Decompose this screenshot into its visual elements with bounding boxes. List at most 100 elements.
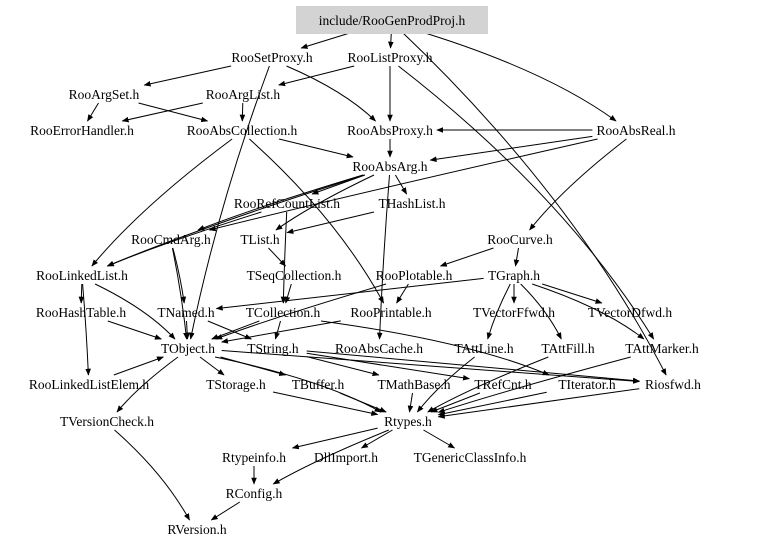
- node-label: RooAbsReal.h: [596, 123, 675, 138]
- graph-node[interactable]: TObject.h: [161, 341, 215, 356]
- dependency-edge: [398, 28, 667, 376]
- graph-node[interactable]: TSeqCollection.h: [247, 268, 342, 283]
- node-label: TAttLine.h: [454, 341, 514, 356]
- graph-node[interactable]: TBuffer.h: [292, 377, 345, 392]
- node-label: RVersion.h: [167, 522, 227, 537]
- graph-node[interactable]: TAttLine.h: [454, 341, 514, 356]
- node-label: Riosfwd.h: [645, 377, 701, 392]
- graph-node[interactable]: TVectorFfwd.h: [473, 305, 555, 320]
- graph-node[interactable]: RooAbsArg.h: [352, 159, 427, 174]
- node-label: include/RooGenProdProj.h: [319, 13, 466, 28]
- graph-node[interactable]: RooListProxy.h: [347, 50, 432, 65]
- node-label: RooRefCountList.h: [234, 196, 340, 211]
- dependency-edge: [138, 102, 209, 123]
- graph-node[interactable]: TMathBase.h: [377, 377, 450, 392]
- graph-node[interactable]: RooCurve.h: [487, 232, 553, 247]
- graph-node[interactable]: RooPlotable.h: [376, 268, 453, 283]
- dependency-edge: [396, 283, 409, 304]
- graph-node[interactable]: TStorage.h: [206, 377, 266, 392]
- node-label: TGraph.h: [488, 268, 540, 283]
- dependency-edge: [114, 429, 190, 521]
- dependency-edge: [407, 392, 414, 413]
- node-label: RooAbsProxy.h: [347, 123, 433, 138]
- graph-node[interactable]: RConfig.h: [226, 486, 283, 501]
- graph-node[interactable]: TGraph.h: [488, 268, 540, 283]
- graph-node[interactable]: TAttFill.h: [541, 341, 595, 356]
- dependency-edge: [360, 429, 393, 449]
- graph-node[interactable]: TNamed.h: [157, 305, 215, 320]
- dependency-edge: [437, 356, 631, 414]
- graph-node[interactable]: TCollection.h: [246, 305, 321, 320]
- node-label: THashList.h: [378, 196, 445, 211]
- graph-node[interactable]: RooHashTable.h: [36, 305, 126, 320]
- node-label: TAttFill.h: [541, 341, 595, 356]
- dependency-edge: [291, 427, 378, 450]
- graph-node[interactable]: TIterator.h: [558, 377, 616, 392]
- dependency-edge: [376, 174, 390, 340]
- graph-node[interactable]: TVectorDfwd.h: [588, 305, 673, 320]
- dependency-edge: [398, 65, 655, 340]
- graph-node[interactable]: RooSetProxy.h: [231, 50, 313, 65]
- graph-node[interactable]: RooAbsCache.h: [335, 341, 423, 356]
- dependency-edge: [430, 392, 481, 413]
- dependency-edge: [275, 174, 375, 231]
- dependency-edge: [286, 65, 377, 122]
- node-label: RooArgList.h: [206, 87, 281, 102]
- dependency-edge: [87, 102, 99, 122]
- graph-node[interactable]: RooAbsCollection.h: [187, 123, 298, 138]
- dependency-edge: [211, 320, 260, 340]
- dependency-edge: [427, 356, 549, 413]
- graph-node[interactable]: TGenericClassInfo.h: [414, 450, 527, 465]
- graph-node[interactable]: TAttMarker.h: [625, 341, 699, 356]
- node-label: TObject.h: [161, 341, 215, 356]
- graph-node[interactable]: Riosfwd.h: [645, 377, 701, 392]
- graph-node[interactable]: RooPrintable.h: [350, 305, 432, 320]
- graph-node[interactable]: RooAbsProxy.h: [347, 123, 433, 138]
- dependency-edge: [107, 320, 162, 340]
- graph-node[interactable]: TList.h: [240, 232, 280, 247]
- dependency-edge: [78, 283, 85, 304]
- dependency-edge: [172, 247, 187, 304]
- graph-node[interactable]: THashList.h: [378, 196, 445, 211]
- node-label: TBuffer.h: [292, 377, 345, 392]
- graph-node[interactable]: TVersionCheck.h: [60, 414, 154, 429]
- graph-node[interactable]: RooArgList.h: [206, 87, 281, 102]
- graph-node[interactable]: RooRefCountList.h: [234, 196, 340, 211]
- graph-node[interactable]: TRefCnt.h: [474, 377, 532, 392]
- dependency-edge: [116, 356, 179, 413]
- root-node-highlight: [296, 6, 488, 34]
- node-label: RooAbsCache.h: [335, 341, 423, 356]
- graph-node[interactable]: RooCmdArg.h: [131, 232, 211, 247]
- graph-node[interactable]: Rtypeinfo.h: [222, 450, 286, 465]
- dependency-edge: [82, 283, 91, 376]
- dependency-edge: [278, 138, 354, 159]
- dependency-edge: [429, 135, 593, 162]
- graph-node[interactable]: TString.h: [247, 341, 299, 356]
- dependency-edge: [272, 391, 379, 416]
- dependency-edge: [532, 283, 645, 340]
- graph-node[interactable]: RooAbsReal.h: [596, 123, 675, 138]
- graph-node[interactable]: DllImport.h: [314, 450, 378, 465]
- node-label: RooHashTable.h: [36, 305, 126, 320]
- dependency-edge: [320, 320, 550, 376]
- dependency-edge: [423, 429, 456, 449]
- graph-node[interactable]: include/RooGenProdProj.h: [296, 6, 488, 34]
- dependency-edge: [394, 174, 408, 195]
- dependency-edge: [286, 211, 375, 234]
- node-label: TMathBase.h: [377, 377, 450, 392]
- graph-node[interactable]: RVersion.h: [167, 522, 227, 537]
- dependency-edge: [268, 247, 286, 267]
- node-label: RConfig.h: [226, 486, 283, 501]
- graph-node[interactable]: RooErrorHandler.h: [30, 123, 134, 138]
- dependency-edge: [339, 392, 387, 413]
- node-label: TList.h: [240, 232, 280, 247]
- node-label: RooAbsArg.h: [352, 159, 427, 174]
- graph-node[interactable]: RooArgSet.h: [69, 87, 140, 102]
- graph-node[interactable]: Rtypes.h: [384, 414, 432, 429]
- dependency-edge: [207, 320, 252, 340]
- graph-node[interactable]: RooLinkedList.h: [36, 268, 128, 283]
- dependency-edge: [208, 138, 598, 232]
- node-label: TIterator.h: [558, 377, 616, 392]
- graph-node[interactable]: RooLinkedListElem.h: [29, 377, 150, 392]
